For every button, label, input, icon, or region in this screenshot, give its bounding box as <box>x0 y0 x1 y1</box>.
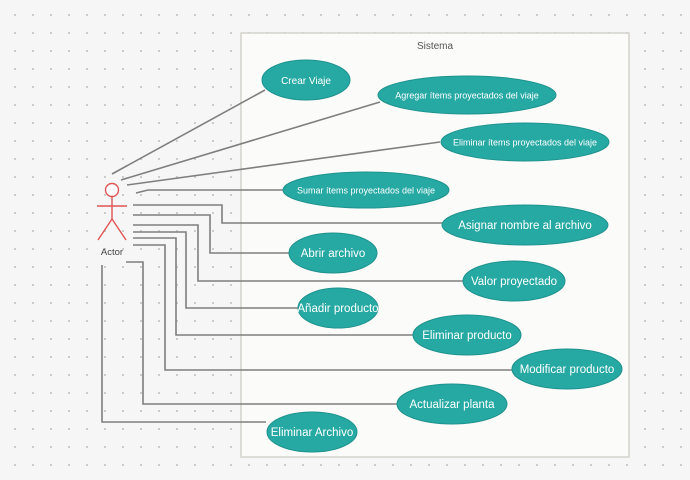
system-label: Sistema <box>417 41 454 52</box>
association-crear-viaje <box>111 89 266 175</box>
association-eliminar-archivo <box>101 265 266 423</box>
use-case-label: Actualizar planta <box>409 399 495 411</box>
use-case-abrir-archivo[interactable]: Abrir archivo <box>288 232 378 274</box>
association-agregar-items <box>120 101 381 181</box>
actor-label: Actor <box>101 247 123 258</box>
use-case-label: Sumar ítems proyectados del viaje <box>297 186 435 196</box>
association-eliminar-producto <box>133 237 414 336</box>
use-case-eliminar-archivo[interactable]: Eliminar Archivo <box>266 411 358 453</box>
actor-figure <box>97 182 127 241</box>
use-case-asignar-nombre[interactable]: Asignar nombre al archivo <box>441 204 609 246</box>
use-case-modificar-producto[interactable]: Modificar producto <box>511 348 623 390</box>
use-case-eliminar-items[interactable]: Eliminar ítems proyectados del viaje <box>440 122 610 162</box>
use-case-label: Eliminar Archivo <box>271 427 353 439</box>
use-case-label: Asignar nombre al archivo <box>458 220 592 232</box>
association-sumar-items <box>135 189 284 194</box>
use-case-agregar-items[interactable]: Agregar ítems proyectados del viaje <box>377 75 557 115</box>
association-valor-proyectado <box>133 224 463 282</box>
use-case-anadir-producto[interactable]: Añadir producto <box>297 287 379 329</box>
use-case-label: Añadir producto <box>297 303 378 315</box>
use-case-label: Abrir archivo <box>301 248 366 260</box>
use-case-valor-proyectado[interactable]: Valor proyectado <box>462 260 566 302</box>
associations <box>101 89 514 423</box>
association-eliminar-items <box>126 141 441 186</box>
use-case-label: Modificar producto <box>520 364 615 376</box>
association-abrir-archivo <box>133 214 290 254</box>
use-case-eliminar-producto[interactable]: Eliminar producto <box>412 314 522 356</box>
use-case-label: Crear Viaje <box>281 76 331 87</box>
use-case-sumar-items[interactable]: Sumar ítems proyectados del viaje <box>282 171 450 209</box>
use-case-label: Eliminar ítems proyectados del viaje <box>453 138 597 148</box>
use-case-label: Valor proyectado <box>471 276 557 288</box>
use-case-label: Agregar ítems proyectados del viaje <box>395 91 539 101</box>
association-anadir-producto <box>133 231 298 309</box>
association-asignar-nombre <box>133 204 443 224</box>
use-case-label: Eliminar producto <box>422 330 511 342</box>
association-actualizar-planta <box>126 261 398 405</box>
association-modificar-producto <box>133 244 514 371</box>
use-case-actualizar-planta[interactable]: Actualizar planta <box>396 383 508 425</box>
use-case-crear-viaje[interactable]: Crear Viaje <box>261 59 351 101</box>
